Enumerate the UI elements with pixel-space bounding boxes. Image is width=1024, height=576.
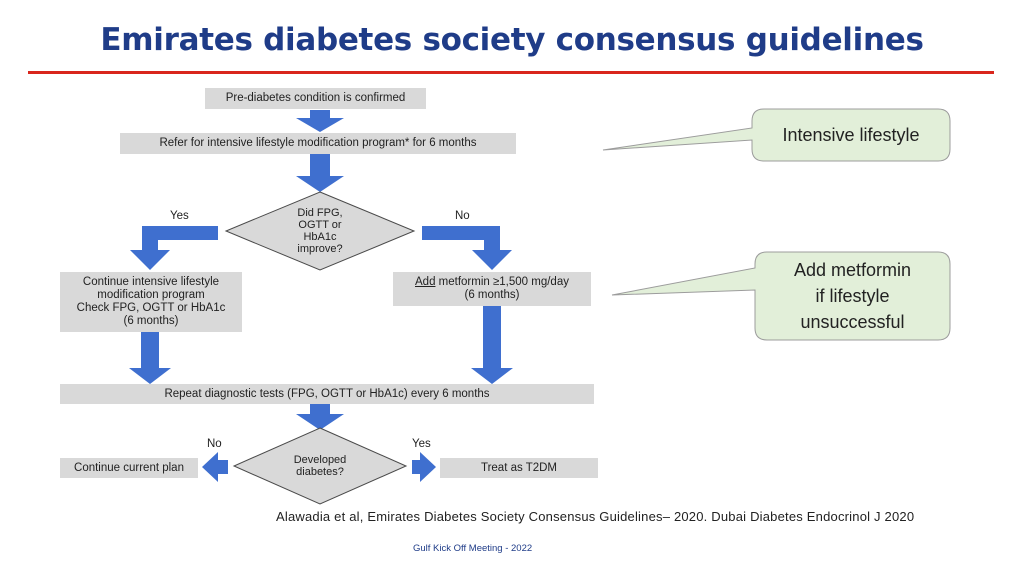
decision-diamond-developed [232, 427, 408, 505]
arrow-repeat-to-decision [296, 404, 344, 430]
box-treat-t2dm: Treat as T2DM [440, 458, 598, 478]
callout-metformin-line: if lifestyle [815, 286, 890, 306]
arrow-yes-left [130, 226, 218, 270]
box-continue-lifestyle-line: Continue intensive lifestyle [82, 276, 220, 288]
citation-text: Alawadia et al, Emirates Diabetes Societ… [276, 509, 915, 524]
arrow-metformin-to-repeat [471, 306, 513, 384]
box-refer-lifestyle: Refer for intensive lifestyle modificati… [120, 133, 516, 154]
arrow-start-to-refer [296, 110, 344, 132]
decision-improve-line: HbA1c [303, 231, 337, 243]
box-continue-lifestyle: Continue intensive lifestyle modificatio… [60, 272, 242, 332]
footer-text: Gulf Kick Off Meeting - 2022 [413, 543, 533, 554]
box-continue-plan: Continue current plan [60, 458, 198, 478]
callout-metformin-shape [611, 251, 951, 341]
box-prediabetes-confirmed-label: Pre-diabetes condition is confirmed [225, 92, 406, 104]
arrow-yes-right [412, 452, 436, 482]
box-repeat-tests-label: Repeat diagnostic tests (FPG, OGTT or Hb… [164, 387, 490, 400]
add-word: Add [415, 276, 436, 288]
box-add-metformin: Add metformin ≥1,500 mg/day (6 months) [393, 272, 591, 306]
decision-improve-line: Did FPG, [297, 207, 343, 219]
decision-improve-line: improve? [297, 243, 343, 255]
callout-lifestyle-shape [602, 108, 951, 162]
callout-metformin-text: Add metformin if lifestyle unsuccessful [755, 252, 950, 340]
decision-developed-line: Developed [293, 454, 347, 466]
decision-diamond-improve [224, 191, 416, 271]
box-refer-lifestyle-label: Refer for intensive lifestyle modificati… [159, 137, 477, 149]
box-add-metformin-duration: (6 months) [464, 289, 520, 301]
box-continue-lifestyle-line: modification program [97, 289, 205, 301]
box-treat-t2dm-label: Treat as T2DM [480, 461, 558, 474]
callout-metformin-line: Add metformin [793, 260, 912, 280]
callout-metformin-line: unsuccessful [800, 312, 905, 332]
box-continue-lifestyle-line: (6 months) [123, 315, 179, 327]
box-continue-lifestyle-line: Check FPG, OGTT or HbA1c [76, 302, 226, 314]
slide-title: Emirates diabetes society consensus guid… [100, 22, 924, 58]
title-divider [28, 71, 994, 74]
arrow-no-right [422, 226, 512, 270]
label-no-improve: No [455, 210, 470, 222]
arrow-refer-to-decision [296, 154, 344, 192]
decision-improve-line: OGTT or [298, 219, 342, 231]
decision-improve-text: Did FPG, OGTT or HbA1c improve? [270, 200, 370, 262]
box-add-metformin-line1: Add metformin ≥1,500 mg/day [415, 276, 569, 289]
box-repeat-tests: Repeat diagnostic tests (FPG, OGTT or Hb… [60, 384, 594, 404]
box-prediabetes-confirmed: Pre-diabetes condition is confirmed [205, 88, 426, 109]
decision-developed-text: Developed diabetes? [275, 446, 365, 486]
decision-developed-line: diabetes? [296, 466, 344, 478]
box-continue-plan-label: Continue current plan [74, 461, 184, 474]
arrow-no-left [202, 452, 228, 482]
metformin-dose: metformin ≥1,500 mg/day [435, 276, 569, 288]
label-yes-improve: Yes [170, 210, 189, 222]
arrow-continue-to-repeat [129, 332, 171, 384]
label-yes-developed: Yes [412, 438, 431, 450]
label-no-developed: No [207, 438, 222, 450]
callout-lifestyle-text: Intensive lifestyle [752, 109, 950, 161]
callout-lifestyle-label: Intensive lifestyle [782, 125, 920, 145]
